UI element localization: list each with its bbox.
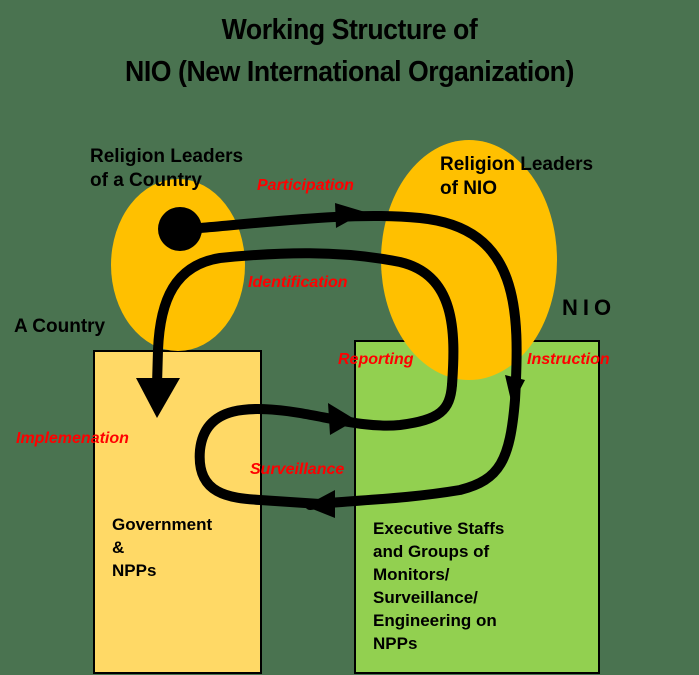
religion-leaders-nio-line2: of NIO [440, 178, 497, 199]
reporting-arrowhead [328, 403, 356, 435]
religion-leaders-nio-line1: Religion Leaders [440, 154, 594, 175]
identification-implementation-arrow [152, 248, 459, 390]
religion-leaders-nio-label: Religion Leaders of NIO [440, 153, 593, 201]
religion-leaders-country-label: Religion Leaders of a Country [90, 145, 243, 193]
flow-label-instruction: Instruction [527, 351, 610, 368]
implementation-arrowhead [136, 378, 180, 418]
reporting-arrow [194, 380, 457, 509]
executive-box-text: Executive Staffs and Groups of Monitors/… [373, 519, 505, 653]
diagram-title-line1: Working Structure of [221, 14, 478, 46]
instruction-arrowhead [505, 375, 525, 405]
nio-group-label: NIO [562, 295, 617, 320]
government-box-text: Government & NPPs [112, 515, 213, 580]
religion-leaders-country-line1: Religion Leaders [90, 146, 244, 167]
flow-label-identification: Identification [248, 274, 348, 291]
origin-dot [158, 207, 202, 251]
religion-leaders-country-ellipse [111, 179, 245, 351]
flow-label-implementation: Implemenation [16, 430, 129, 447]
executive-box [354, 340, 600, 674]
religion-leaders-country-line2: of a Country [90, 170, 202, 191]
flow-label-surveillance: Surveillance [250, 461, 345, 478]
diagram-title-line2: NIO (New International Organization) [125, 56, 574, 88]
country-group-label: A Country [14, 316, 106, 337]
participation-arrowhead [335, 203, 365, 228]
government-box [93, 350, 262, 674]
flow-label-participation: Participation [257, 177, 354, 194]
flow-label-reporting: Reporting [338, 351, 414, 368]
